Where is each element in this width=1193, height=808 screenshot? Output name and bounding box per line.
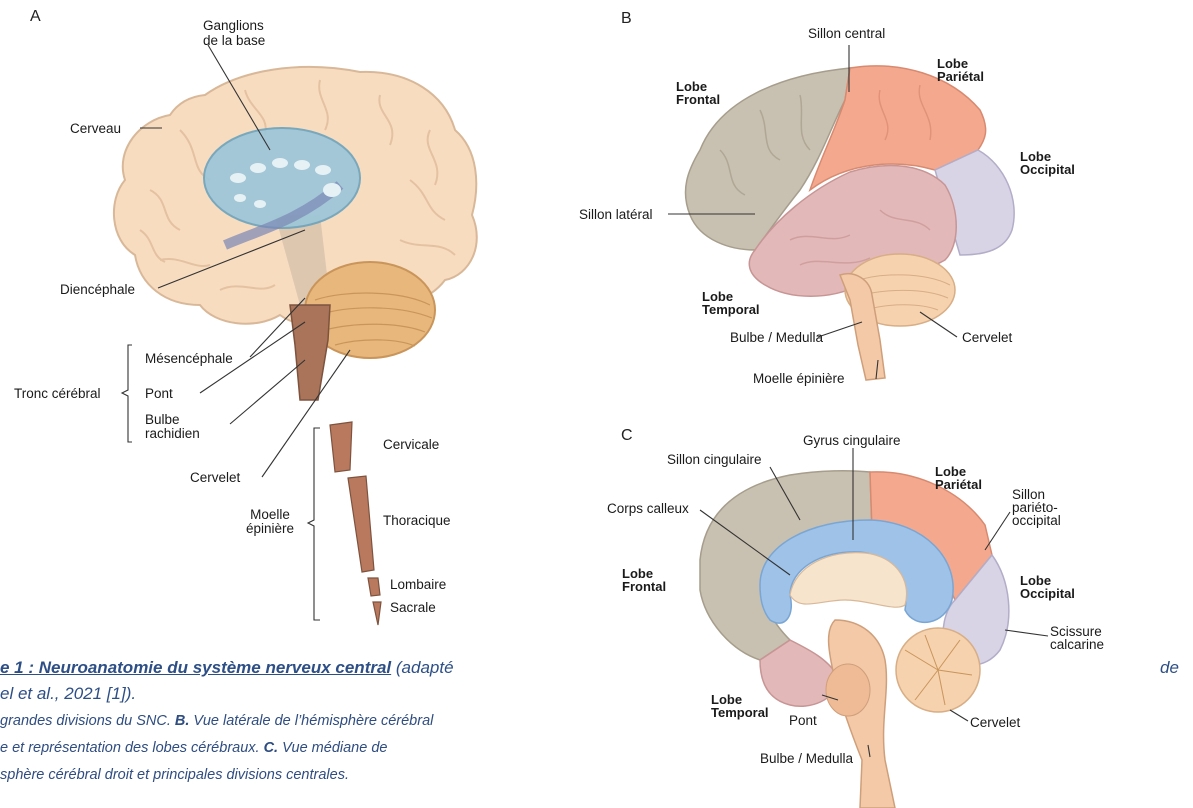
label-cerveau: Cerveau <box>70 121 121 136</box>
label-moelle-a: Moelle épinière <box>246 508 294 536</box>
label-diencephale: Diencéphale <box>60 282 135 297</box>
caption-line4: e et représentation des lobes cérébraux.… <box>0 740 387 756</box>
panel-letter-a: A <box>30 8 41 26</box>
label-bulbe-medulla-c: Bulbe / Medulla <box>760 751 853 766</box>
caption-line4-b: C. <box>264 740 279 756</box>
caption-de: de <box>1160 658 1179 678</box>
label-tronc-cerebral: Tronc cérébral <box>14 386 101 401</box>
caption-line4-a: e et représentation des lobes cérébraux. <box>0 740 264 756</box>
panel-letter-c: C <box>621 427 633 445</box>
caption-line5: sphère cérébral droit et principales div… <box>0 767 349 783</box>
caption-line4-c: Vue médiane de <box>278 740 387 756</box>
label-cervelet-a: Cervelet <box>190 470 240 485</box>
label-pont-c: Pont <box>789 713 817 728</box>
label-cervelet-b: Cervelet <box>962 330 1012 345</box>
label-gyrus-cingulaire: Gyrus cingulaire <box>803 433 901 448</box>
tronc-shape <box>290 305 330 400</box>
label-moelle-b: Moelle épinière <box>753 371 845 386</box>
label-sillon-cingulaire: Sillon cingulaire <box>667 452 762 467</box>
label-mesencephale: Mésencéphale <box>145 351 233 366</box>
label-thoracique: Thoracique <box>383 513 451 528</box>
moelle-segments <box>330 422 381 625</box>
label-lombaire: Lombaire <box>390 577 446 592</box>
label-lobe-parietal-c: Lobe Pariétal <box>935 465 982 491</box>
caption-line3: grandes divisions du SNC. B. Vue latéral… <box>0 713 433 729</box>
label-lobe-parietal-b: Lobe Pariétal <box>937 57 984 83</box>
label-lobe-temporal-b: Lobe Temporal <box>702 290 760 316</box>
label-sacrale: Sacrale <box>390 600 436 615</box>
label-bulbe-medulla-b: Bulbe / Medulla <box>730 330 823 345</box>
caption-title-main: e 1 : Neuroanatomie du système nerveux c… <box>0 658 391 677</box>
caption-title-rest: (adapté <box>391 658 453 677</box>
label-lobe-frontal-b: Lobe Frontal <box>676 80 720 106</box>
label-pont: Pont <box>145 386 173 401</box>
panel-a-illustration <box>114 45 477 625</box>
caption-line3-b: B. <box>175 713 190 729</box>
label-ganglions: Ganglions de la base <box>203 18 265 48</box>
label-corps-calleux: Corps calleux <box>607 501 689 516</box>
panel-c-illustration <box>700 448 1048 808</box>
caption-line2: el et al., 2021 [1]). <box>0 684 136 704</box>
label-bulbe-rachidien: Bulbe rachidien <box>145 413 200 441</box>
label-lobe-occipital-c: Lobe Occipital <box>1020 574 1075 600</box>
label-cervelet-c: Cervelet <box>970 715 1020 730</box>
label-sillon-parieto-occipital: Sillon pariéto- occipital <box>1012 488 1061 527</box>
label-lobe-occipital-b: Lobe Occipital <box>1020 150 1075 176</box>
label-lobe-temporal-c: Lobe Temporal <box>711 693 769 719</box>
label-sillon-central: Sillon central <box>808 26 885 41</box>
label-scissure-calcarine: Scissure calcarine <box>1050 625 1104 651</box>
label-lobe-frontal-c: Lobe Frontal <box>622 567 666 593</box>
caption-title: e 1 : Neuroanatomie du système nerveux c… <box>0 658 454 678</box>
caption-line3-a: grandes divisions du SNC. <box>0 713 175 729</box>
label-cervicale: Cervicale <box>383 437 439 452</box>
caption-line3-c: Vue latérale de l’hémisphère cérébral <box>189 713 433 729</box>
ganglions-shape <box>204 128 360 228</box>
label-sillon-lateral: Sillon latéral <box>579 207 653 222</box>
panel-letter-b: B <box>621 10 632 28</box>
